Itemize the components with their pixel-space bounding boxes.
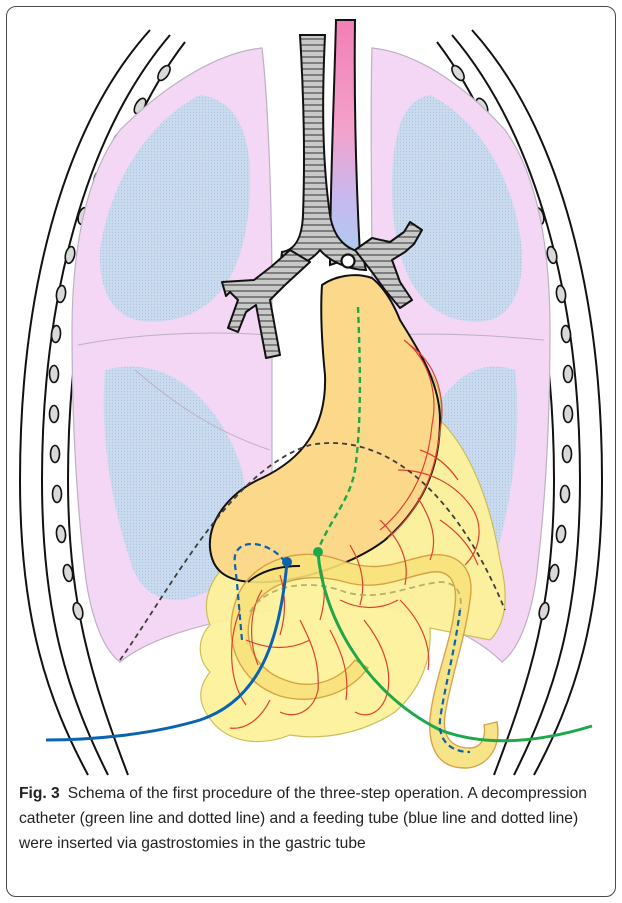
carina-opening [342, 255, 355, 268]
figure-caption-text: Schema of the first procedure of the thr… [19, 785, 587, 852]
gastrostomy-green [313, 547, 323, 557]
gastrostomy-blue [282, 557, 292, 567]
figure-label: Fig. 3 [19, 785, 60, 802]
anatomical-schema [0, 0, 622, 780]
